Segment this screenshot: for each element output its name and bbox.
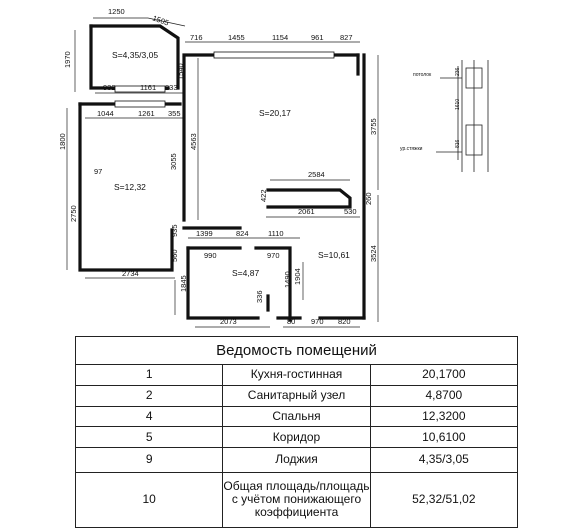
- dim-3524: 3524: [369, 245, 378, 262]
- row-name: Кухня-гостинная: [222, 364, 371, 386]
- row-value: 12,3200: [369, 405, 519, 428]
- dim-233: 233: [165, 83, 178, 92]
- dim-560: 560: [170, 249, 179, 262]
- row-value: 4,8700: [369, 384, 519, 407]
- dim-1540: 1540: [176, 63, 185, 80]
- dim-1154: 1154: [272, 33, 288, 42]
- row-number: 9: [74, 447, 224, 473]
- section-dim-236: 236: [455, 67, 461, 76]
- dim-2061: 2061: [298, 207, 315, 216]
- area-loggia: S=4,35/3,05: [112, 50, 158, 60]
- dim-2734: 2734: [122, 269, 139, 278]
- dim-961: 961: [311, 33, 324, 42]
- row-name: Санитарный узел: [222, 384, 371, 407]
- dim-1800: 1800: [58, 133, 67, 150]
- windows: [114, 51, 335, 108]
- row-number: 2: [74, 384, 224, 407]
- dim-97: 97: [94, 167, 102, 176]
- dim-970-bottom: 970: [311, 317, 324, 326]
- dim-820: 820: [338, 317, 351, 326]
- table-row: 2 Санитарный узел 4,8700: [74, 384, 519, 407]
- room-schedule-table: Ведомость помещений 1 Кухня-гостинная 20…: [74, 335, 519, 528]
- row-number: 10: [74, 471, 224, 528]
- row-value: 52,32/51,02: [369, 471, 519, 528]
- table-row: 1 Кухня-гостинная 20,1700: [74, 364, 519, 386]
- row-name: Общая площадь/площадь с учётом понижающе…: [222, 471, 371, 528]
- row-number: 1: [74, 364, 224, 386]
- area-bedroom: S=12,32: [114, 182, 146, 192]
- dim-1399: 1399: [196, 229, 213, 238]
- dim-422: 422: [259, 189, 268, 202]
- section-dim-1610: 1610: [455, 99, 461, 110]
- table-row: 10 Общая площадь/площадь с учётом понижа…: [74, 471, 519, 528]
- dim-932: 932: [103, 83, 116, 92]
- dim-935: 935: [170, 224, 179, 237]
- row-number: 5: [74, 426, 224, 449]
- area-corridor: S=10,61: [318, 250, 350, 260]
- section-drawing: [436, 60, 489, 172]
- table-row: 9 Лоджия 4,35/3,05: [74, 447, 519, 473]
- dim-970-top: 970: [267, 251, 280, 260]
- dim-530: 530: [344, 207, 357, 216]
- dim-336: 336: [255, 290, 264, 303]
- dim-3055: 3055: [169, 153, 178, 170]
- dim-2584: 2584: [308, 170, 325, 179]
- section-dim-816: 816: [455, 139, 461, 148]
- row-name: Спальня: [222, 405, 371, 428]
- section-labels: потолок ур.стяжки 236 1610 816: [400, 67, 461, 152]
- dim-1845: 1845: [179, 275, 188, 292]
- dim-3755: 3755: [369, 118, 378, 135]
- dim-260: 260: [364, 192, 373, 205]
- dim-990: 990: [204, 251, 217, 260]
- dim-2750: 2750: [69, 205, 78, 222]
- dim-1110: 1110: [268, 229, 284, 238]
- area-bathroom: S=4,87: [232, 268, 259, 278]
- table-title: Ведомость помещений: [75, 335, 518, 366]
- row-value: 4,35/3,05: [369, 447, 519, 473]
- dim-1970: 1970: [63, 51, 72, 68]
- dim-824: 824: [236, 229, 249, 238]
- area-living: S=20,17: [259, 108, 291, 118]
- table-row: 4 Спальня 12,3200: [74, 405, 519, 428]
- row-name: Коридор: [222, 426, 371, 449]
- dim-2073: 2073: [220, 317, 237, 326]
- dim-4563: 4563: [189, 133, 198, 150]
- dimension-lines: [66, 17, 379, 328]
- label-floor-screed: ур.стяжки: [400, 146, 423, 152]
- dim-80: 80: [287, 317, 295, 326]
- label-ceiling: потолок: [413, 72, 432, 78]
- dim-1261: 1261: [138, 109, 155, 118]
- dim-1250: 1250: [108, 7, 125, 16]
- room-areas: S=4,35/3,05 S=20,17 S=12,32 S=4,87 S=10,…: [112, 50, 350, 278]
- dim-1161: 1161: [140, 83, 156, 92]
- dim-1490: 1490: [283, 271, 292, 288]
- table-row: 5 Коридор 10,6100: [74, 426, 519, 449]
- row-value: 10,6100: [369, 426, 519, 449]
- row-name: Лоджия: [222, 447, 371, 473]
- floor-plan: 1250 1505 1970 716 1455 1154 961 827 154…: [58, 7, 489, 328]
- dim-716: 716: [190, 33, 203, 42]
- row-number: 4: [74, 405, 224, 428]
- dim-1455: 1455: [228, 33, 245, 42]
- row-value: 20,1700: [369, 364, 519, 386]
- dim-1904: 1904: [293, 268, 302, 285]
- dim-1044: 1044: [97, 109, 114, 118]
- dim-355: 355: [168, 109, 181, 118]
- dim-827: 827: [340, 33, 353, 42]
- table-title-row: Ведомость помещений: [75, 335, 518, 366]
